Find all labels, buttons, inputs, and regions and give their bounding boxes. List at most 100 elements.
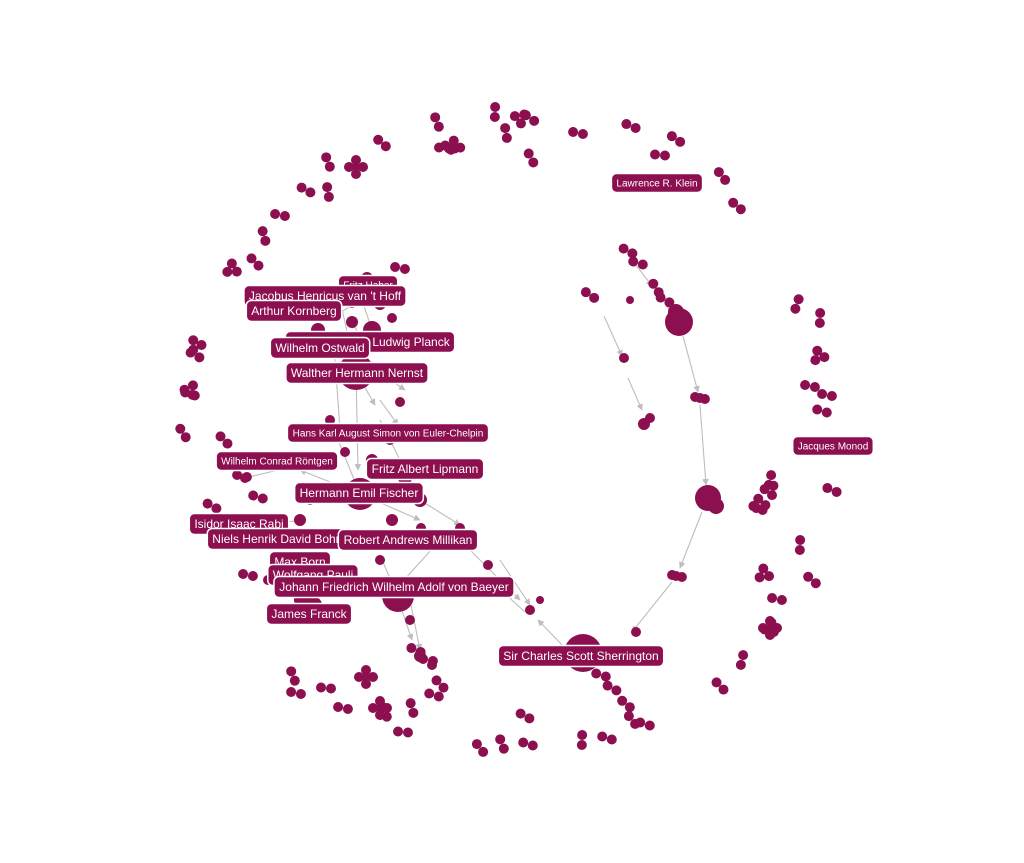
graph-node[interactable] [630,718,641,729]
graph-node[interactable] [175,423,186,434]
graph-node[interactable] [187,380,198,391]
graph-node[interactable] [342,703,353,714]
graph-node[interactable] [794,544,805,555]
graph-node[interactable] [627,248,638,259]
graph-node[interactable] [768,480,779,491]
graph-node[interactable] [821,407,832,418]
graph-node[interactable] [321,152,332,163]
graph-node[interactable] [433,691,444,702]
graph-node[interactable] [296,182,307,193]
graph-node[interactable] [232,470,243,481]
graph-node[interactable] [790,303,801,314]
graph-node[interactable] [445,144,456,155]
graph-node[interactable] [305,187,316,198]
graph-node[interactable] [393,726,404,737]
graph-node[interactable] [624,702,635,713]
graph-node[interactable] [351,155,361,165]
graph-node[interactable] [795,535,806,546]
graph-node[interactable] [577,730,588,741]
graph-node[interactable] [188,335,199,346]
graph-node[interactable] [424,688,435,699]
graph-node[interactable] [351,169,361,179]
graph-node[interactable] [408,707,419,718]
graph-node[interactable] [666,131,677,142]
graph-node[interactable] [819,352,830,363]
graph-node[interactable] [766,470,777,481]
graph-node[interactable] [483,560,493,570]
graph-node[interactable] [215,431,226,442]
graph-node[interactable] [257,493,268,504]
graph-node[interactable] [222,266,233,277]
graph-node[interactable] [826,390,837,401]
node-label[interactable]: Fritz Albert Lipmann [365,457,485,481]
node-label[interactable]: Robert Andrews Millikan [337,528,479,552]
node-label[interactable]: Hans Karl August Simon von Euler-Chelpin [286,422,490,444]
graph-node[interactable] [395,397,405,407]
node-label[interactable]: James Franck [265,602,353,626]
node-label[interactable]: Johann Friedrich Wilhelm Adolf von Baeye… [273,575,515,599]
graph-node[interactable] [664,297,675,308]
graph-node[interactable] [623,711,634,722]
graph-node[interactable] [455,142,466,153]
graph-node[interactable] [760,500,771,511]
graph-node[interactable] [810,355,821,366]
graph-node[interactable] [323,191,334,202]
graph-node[interactable] [600,671,611,682]
graph-node[interactable] [644,720,655,731]
node-label[interactable]: Sir Charles Scott Sherrington [497,644,665,668]
node-label[interactable]: Niels Henrik David Bohr [206,527,346,551]
graph-node[interactable] [772,623,782,633]
graph-node[interactable] [659,150,670,161]
graph-node[interactable] [344,162,354,172]
graph-node[interactable] [589,292,600,303]
graph-node[interactable] [361,679,371,689]
graph-node[interactable] [386,514,398,526]
graph-node[interactable] [406,643,417,654]
graph-node[interactable] [194,352,205,363]
graph-node[interactable] [810,578,821,589]
graph-node[interactable] [621,119,632,130]
graph-node[interactable] [758,623,768,633]
graph-node[interactable] [695,393,705,403]
graph-node[interactable] [738,650,749,661]
graph-node[interactable] [648,278,659,289]
graph-node[interactable] [735,204,746,215]
graph-node[interactable] [498,743,509,754]
node-label[interactable]: Wilhelm Conrad Röntgen [215,450,339,472]
graph-node[interactable] [803,571,814,582]
graph-node[interactable] [260,235,271,246]
graph-node[interactable] [325,415,335,425]
graph-node[interactable] [257,226,268,237]
graph-node[interactable] [390,262,401,273]
graph-node[interactable] [580,287,591,298]
graph-node[interactable] [776,594,787,605]
graph-node[interactable] [518,737,529,748]
graph-node[interactable] [286,666,297,677]
graph-node[interactable] [490,102,501,113]
graph-node[interactable] [448,135,459,146]
graph-node[interactable] [375,710,385,720]
graph-node[interactable] [817,389,828,400]
node-label[interactable]: Jacques Monod [791,435,875,457]
graph-node[interactable] [375,555,385,565]
graph-node[interactable] [754,572,765,583]
graph-node[interactable] [606,734,617,745]
graph-node[interactable] [333,702,344,713]
graph-node[interactable] [434,142,445,153]
graph-node[interactable] [766,490,777,501]
graph-node[interactable] [655,292,666,303]
graph-node[interactable] [438,682,449,693]
graph-node[interactable] [179,384,190,395]
graph-node[interactable] [358,162,368,172]
graph-node[interactable] [471,739,482,750]
graph-node[interactable] [501,132,512,143]
graph-node[interactable] [650,149,661,160]
graph-node[interactable] [509,111,520,122]
graph-node[interactable] [617,695,628,706]
graph-node[interactable] [568,127,579,138]
graph-node[interactable] [628,256,639,267]
graph-node[interactable] [671,571,681,581]
node-label[interactable]: Walther Hermann Nernst [285,361,429,385]
graph-node[interactable] [246,253,257,264]
graph-node[interactable] [373,134,384,145]
